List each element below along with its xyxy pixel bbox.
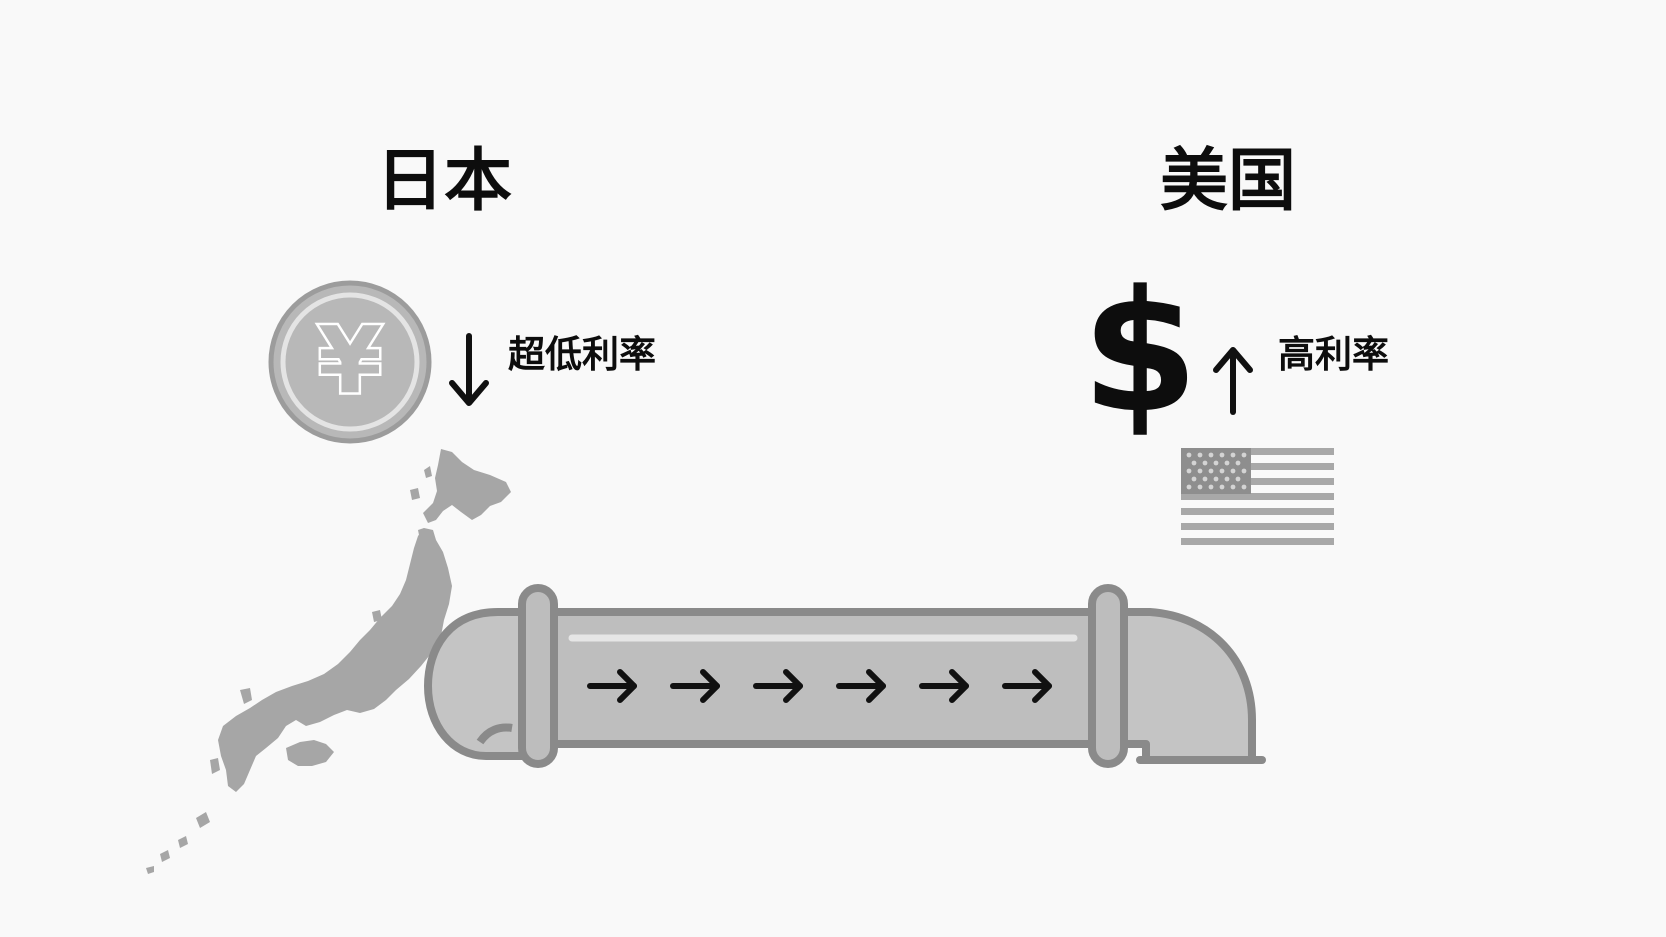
capital-flow-pipe	[424, 584, 1266, 768]
japan-map-icon	[146, 449, 511, 874]
arrow-up-icon	[1213, 347, 1253, 415]
us-flag-icon	[1181, 448, 1334, 545]
dollar-symbol-icon: $	[1082, 254, 1199, 450]
flow-arrow-icon	[753, 669, 803, 703]
japan-title: 日本	[376, 142, 513, 221]
usa-rate-label: 高利率	[1278, 333, 1389, 376]
flow-arrow-icon	[587, 669, 637, 703]
yen-symbol: ¥	[318, 307, 382, 414]
yen-coin-icon: ¥	[268, 280, 432, 444]
flow-arrow-icon	[919, 669, 969, 703]
flow-arrow-icon	[670, 669, 720, 703]
flow-arrow-icon	[836, 669, 886, 703]
arrow-down-icon	[449, 333, 489, 406]
flow-arrow-icon	[1002, 669, 1052, 703]
japan-rate-label: 超低利率	[508, 333, 656, 376]
flow-arrows	[587, 669, 1052, 703]
usa-title: 美国	[1160, 142, 1297, 221]
